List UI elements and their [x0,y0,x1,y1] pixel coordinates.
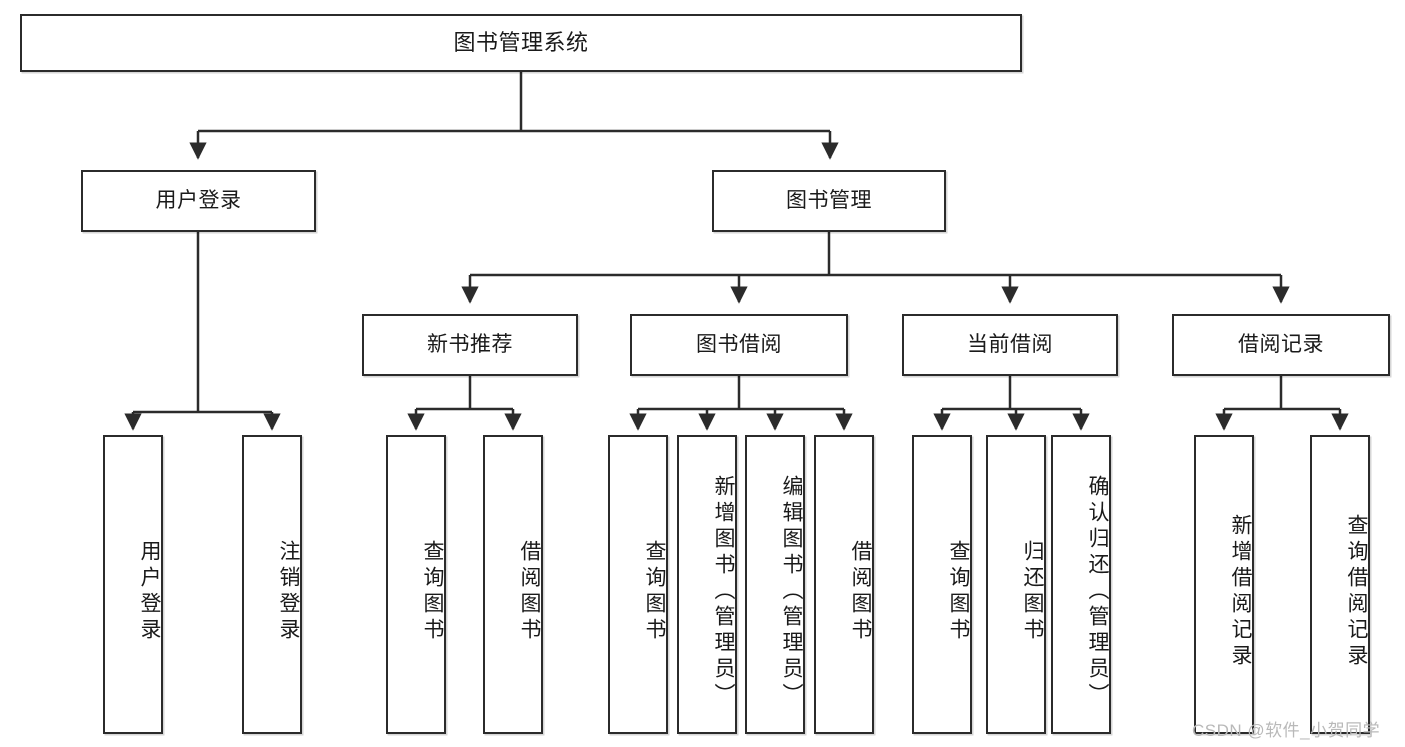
node-leaf-add-record[interactable]: 新增借阅记录 [1194,435,1254,734]
node-leaf-edit-book[interactable]: 编辑图书（管理员） [745,435,805,734]
node-new-book-rec[interactable]: 新书推荐 [362,314,578,376]
node-leaf-add-record-label: 新增借阅记录 [1229,513,1252,670]
node-leaf-borrow-book-1-label: 借阅图书 [518,539,541,644]
node-leaf-query-book-2[interactable]: 查询图书 [608,435,668,734]
node-root-label: 图书管理系统 [453,30,589,56]
node-book-manage-label: 图书管理 [786,188,872,212]
node-leaf-query-book-3[interactable]: 查询图书 [912,435,972,734]
node-current-borrow[interactable]: 当前借阅 [902,314,1118,376]
node-leaf-user-login[interactable]: 用户登录 [103,435,163,734]
node-user-login-label: 用户登录 [155,188,242,212]
node-new-book-rec-label: 新书推荐 [427,332,513,356]
node-current-borrow-label: 当前借阅 [967,332,1053,356]
node-user-login[interactable]: 用户登录 [81,170,316,232]
node-leaf-return-book[interactable]: 归还图书 [986,435,1046,734]
node-leaf-borrow-book-2[interactable]: 借阅图书 [814,435,874,734]
node-leaf-edit-book-label: 编辑图书（管理员） [780,474,803,709]
node-borrow-record-label: 借阅记录 [1238,332,1324,356]
node-leaf-add-book-label: 新增图书（管理员） [712,474,735,709]
node-leaf-borrow-book-2-label: 借阅图书 [849,539,872,644]
node-leaf-user-logout-label: 注销登录 [277,539,300,644]
node-leaf-borrow-book-1[interactable]: 借阅图书 [483,435,543,734]
node-borrow-record[interactable]: 借阅记录 [1172,314,1390,376]
node-leaf-query-book-2-label: 查询图书 [643,539,666,644]
node-leaf-query-book-1[interactable]: 查询图书 [386,435,446,734]
node-leaf-user-logout[interactable]: 注销登录 [242,435,302,734]
node-book-manage[interactable]: 图书管理 [712,170,946,232]
node-leaf-add-book[interactable]: 新增图书（管理员） [677,435,737,734]
node-book-borrow-label: 图书借阅 [696,332,782,356]
node-leaf-confirm-return[interactable]: 确认归还（管理员） [1051,435,1111,734]
node-leaf-query-record-label: 查询借阅记录 [1345,513,1368,670]
node-leaf-return-book-label: 归还图书 [1021,539,1044,644]
node-leaf-query-record[interactable]: 查询借阅记录 [1310,435,1370,734]
watermark: CSDN @软件_小贺同学 [1192,721,1381,740]
node-leaf-user-login-label: 用户登录 [138,539,161,644]
node-root[interactable]: 图书管理系统 [20,14,1022,72]
node-leaf-query-book-1-label: 查询图书 [421,539,444,644]
node-leaf-query-book-3-label: 查询图书 [947,539,970,644]
node-leaf-confirm-return-label: 确认归还（管理员） [1086,474,1109,709]
node-book-borrow[interactable]: 图书借阅 [630,314,848,376]
